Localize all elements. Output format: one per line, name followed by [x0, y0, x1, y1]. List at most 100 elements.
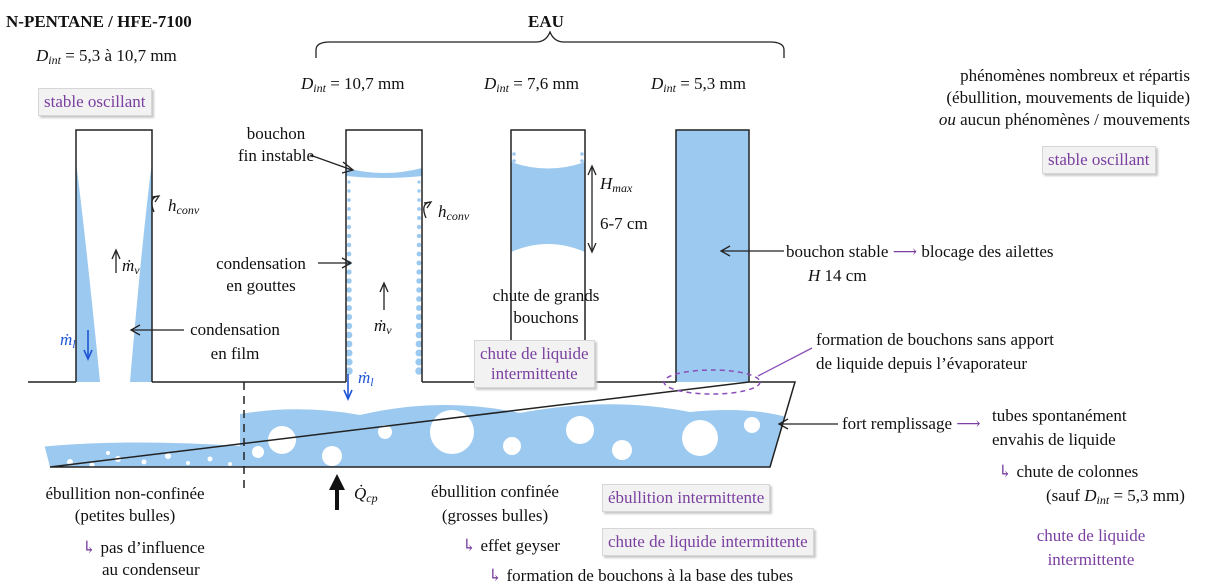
small-bubble [67, 459, 73, 465]
bubbles [67, 410, 760, 467]
label-pas-influence-1: ↳ pas d’influence [82, 538, 205, 557]
label-bouchon-1: bouchon [246, 124, 306, 143]
hmax-label: Hmax [600, 174, 633, 195]
droplet [346, 224, 352, 230]
droplet [415, 313, 423, 321]
droplet [415, 358, 423, 366]
droplet [512, 152, 516, 156]
label-formation-base: ↳ formation de bouchons à la base des tu… [488, 566, 794, 585]
droplet [580, 159, 584, 163]
droplet [347, 198, 351, 202]
arrow-head [587, 164, 597, 176]
droplet [416, 269, 422, 275]
arrow-head [379, 281, 389, 293]
small-bubble [106, 451, 110, 455]
label-sauf: (sauf Dint = 5,3 mm) [1046, 486, 1185, 507]
label-formation-2: de liquide depuis l’évaporateur [816, 354, 1028, 373]
arrow-head [777, 418, 789, 430]
droplet [512, 159, 516, 163]
hmax-value: 6-7 cm [600, 214, 648, 233]
badge-stable-left: stable oscillant [38, 88, 152, 116]
ml-arrows [83, 330, 353, 401]
label-h14: H 14 cm [808, 266, 867, 285]
heat-input-arrow [329, 474, 345, 510]
hconv-1: hconv [168, 196, 200, 217]
label-chute-colonnes: ↳ chute de colonnes [998, 462, 1139, 481]
droplets [512, 152, 584, 170]
stable-liquid-column [676, 130, 749, 382]
right-note-line2: (ébullition, mouvements de liquide) [946, 88, 1190, 107]
droplet [347, 180, 351, 184]
label-chute-grands-2: bouchons [513, 308, 579, 327]
droplet [346, 278, 352, 284]
droplet [415, 340, 423, 348]
tube-large-plug [510, 129, 586, 382]
fluid-title-water: EAU [528, 12, 564, 31]
qcp-label: Q̇cp [354, 484, 378, 505]
arrow-head [111, 248, 121, 260]
large-bubble [322, 446, 342, 466]
large-bubble [503, 437, 521, 455]
label-ebullition-nc-2: (petites bulles) [74, 506, 176, 525]
droplet [580, 166, 584, 170]
tube-outline [75, 129, 153, 382]
badge-stable-right: stable oscillant [1042, 146, 1156, 174]
label-ebullition-nc-1: ébullition non-confinée [45, 484, 205, 503]
label-condensation-gouttes-2: en gouttes [226, 276, 296, 295]
droplet [417, 198, 421, 202]
droplet [416, 296, 422, 302]
water-brace [315, 30, 785, 58]
droplet [345, 313, 353, 321]
small-bubble [228, 462, 232, 466]
ml-2: ṁl [358, 368, 374, 389]
droplet [415, 349, 423, 357]
tube-outline [675, 129, 750, 382]
badge-ebullition-intermittente: ébullition intermittente [602, 484, 771, 512]
label-ebullition-c-1: ébullition confinée [431, 482, 559, 501]
large-bubble [252, 446, 264, 458]
small-bubble [207, 456, 213, 462]
arrow-head [423, 201, 433, 209]
droplet [416, 251, 422, 257]
label-effet-geyser: ↳ effet geyser [462, 536, 560, 555]
tube-stable-plug [675, 129, 750, 382]
label-condensation-film-1: condensation [190, 320, 280, 339]
droplet [416, 224, 422, 230]
droplet [416, 287, 422, 293]
arrow-head [343, 389, 353, 401]
badge-chute-liquide-intermittente: chute de liquide intermittente [602, 528, 814, 556]
tube-outline [510, 129, 586, 382]
mv-1: ṁv [122, 256, 140, 277]
hconv-2: hconv [438, 202, 470, 223]
droplet [346, 287, 352, 293]
droplet [415, 322, 423, 330]
dint-5-3: Dint = 5,3 mm [651, 74, 746, 95]
droplet [416, 215, 422, 221]
droplet [346, 233, 352, 239]
label-bouchon-stable: bouchon stable ⟶ blocage des ailettes [786, 242, 1054, 261]
label-right-chute-2: intermittente [1047, 550, 1135, 569]
droplet [416, 233, 422, 239]
droplet [417, 207, 421, 211]
droplet [512, 166, 516, 170]
arrow-head [341, 257, 353, 269]
droplet [415, 367, 423, 375]
droplet [417, 180, 421, 184]
dint-10-7: Dint = 10,7 mm [301, 74, 405, 95]
large-bubble [682, 420, 718, 456]
droplet [580, 152, 584, 156]
droplets [345, 180, 423, 375]
small-bubble [186, 461, 190, 465]
droplet [347, 207, 351, 211]
large-bubble [378, 425, 392, 439]
arrow-head [719, 245, 731, 257]
droplet [346, 269, 352, 275]
label-bouchon-2: fin instable [237, 146, 314, 165]
droplet [415, 304, 423, 312]
dint-7-6: Dint = 7,6 mm [484, 74, 579, 95]
basin-liquid-right [240, 404, 790, 467]
droplet [345, 358, 353, 366]
large-bubble [744, 417, 760, 433]
label-pas-influence-2: au condenseur [102, 560, 200, 579]
